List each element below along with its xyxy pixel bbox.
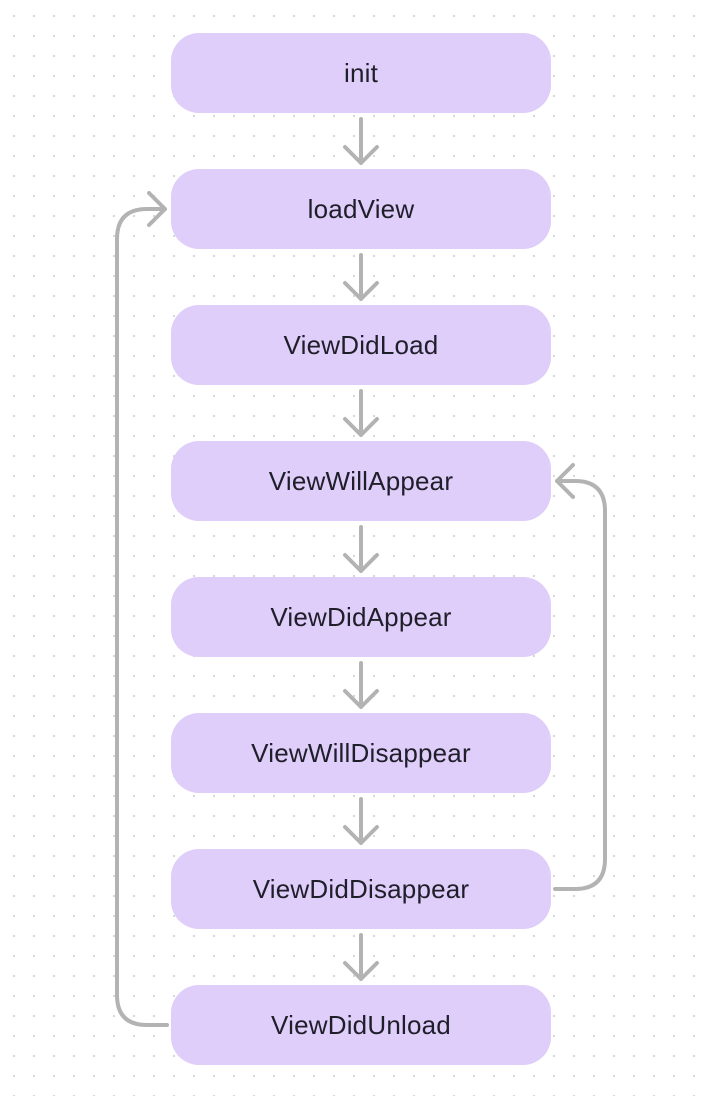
arrow-viewdidappear-to-viewwilldisappear [343, 661, 379, 709]
node-loadview: loadView [171, 169, 551, 249]
arrow-viewdidload-to-viewwillappear [343, 389, 379, 437]
arrow-viewdiddisappear-to-viewwillappear [553, 463, 607, 891]
node-init: init [171, 33, 551, 113]
arrow-viewwillappear-to-viewdidappear [343, 525, 379, 573]
node-viewwillappear: ViewWillAppear [171, 441, 551, 521]
node-viewdiddisappear: ViewDidDisappear [171, 849, 551, 929]
arrow-viewdiddisappear-to-viewdidunload [343, 933, 379, 981]
arrow-loadview-to-viewdidload [343, 253, 379, 301]
arrow-viewdidunload-to-loadview [115, 191, 169, 1027]
node-viewwilldisappear: ViewWillDisappear [171, 713, 551, 793]
node-viewdidunload: ViewDidUnload [171, 985, 551, 1065]
arrow-init-to-loadview [343, 117, 379, 165]
node-viewdidappear: ViewDidAppear [171, 577, 551, 657]
node-viewdidload: ViewDidLoad [171, 305, 551, 385]
arrow-viewwilldisappear-to-viewdiddisappear [343, 797, 379, 845]
